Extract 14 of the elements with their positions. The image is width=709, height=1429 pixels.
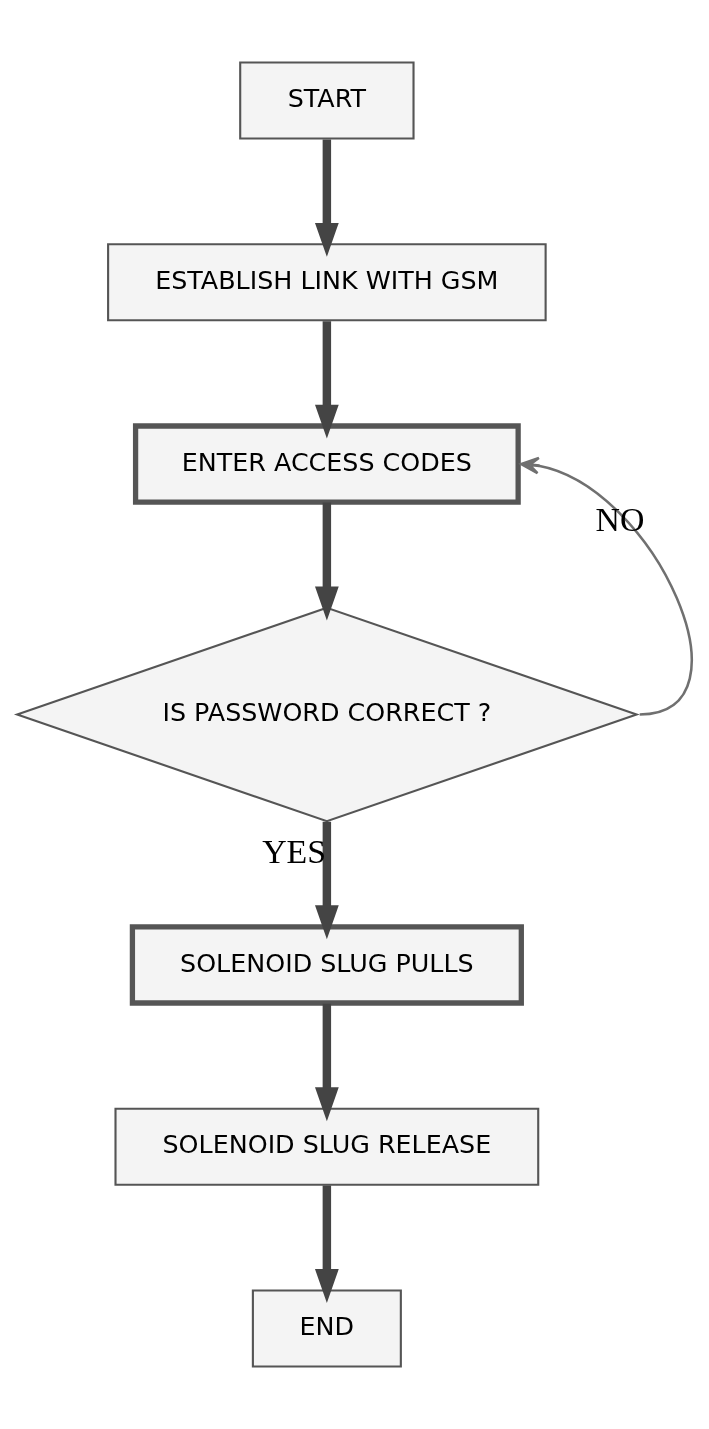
arrow	[315, 321, 339, 439]
arrow	[315, 1003, 339, 1122]
node-box: SOLENOID SLUG PULLS	[129, 924, 524, 1006]
node-box: START	[239, 61, 415, 140]
arrow	[315, 139, 339, 257]
node-box: ESTABLISH LINK WITH GSM	[107, 243, 547, 322]
arrow	[520, 456, 693, 716]
node-diamond: IS PASSWORD CORRECT ?	[13, 606, 640, 823]
node-box: SOLENOID SLUG RELEASE	[114, 1107, 540, 1186]
node-box: ENTER ACCESS CODES	[132, 423, 521, 505]
arrow	[315, 821, 339, 940]
node-box: END	[251, 1289, 402, 1368]
arrow	[315, 1185, 339, 1304]
arrow	[315, 502, 339, 621]
